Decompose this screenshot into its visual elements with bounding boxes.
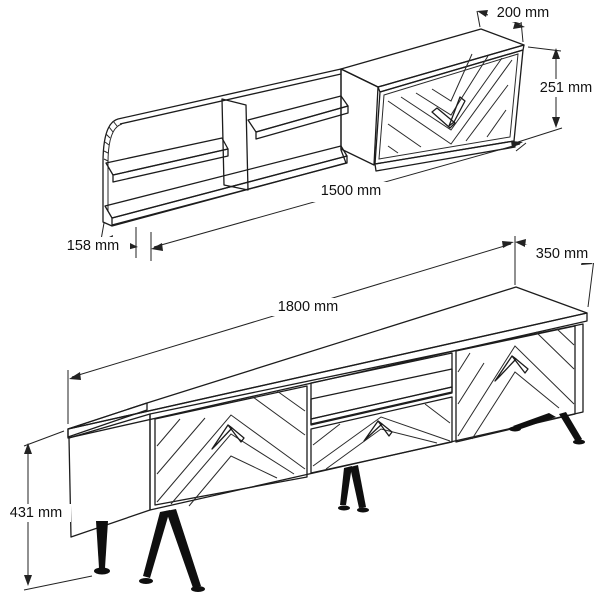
bg-stand-depth — [525, 245, 599, 263]
bottom-shelf-front — [111, 155, 348, 226]
left-drawer-handle — [211, 424, 245, 450]
cabinet-left-side — [340, 68, 379, 166]
stand-top-front-strip — [67, 312, 588, 439]
dim-stand-height-label: 431 mm — [10, 505, 62, 521]
right-drawer-handle-bar-b — [511, 355, 529, 374]
arrow-wall-depth-right — [513, 22, 525, 29]
cabinet-base-strip — [374, 140, 516, 172]
arrow-stand-height-top — [24, 443, 32, 454]
leg-right-v-b-foot — [573, 439, 585, 445]
shelf-divider — [221, 98, 249, 191]
middle-drawer-handle — [363, 420, 393, 442]
leg-left-v-b-foot — [191, 586, 205, 592]
cabinet-door-inset — [378, 53, 519, 160]
leg-left-v-b — [166, 509, 201, 588]
bg-stand-width — [263, 298, 353, 316]
leg-right-v-a — [513, 413, 556, 430]
middle-shelf-front — [112, 148, 229, 183]
arrow-wall-depth-left — [477, 10, 488, 17]
arrow-wall-width-left — [151, 243, 163, 251]
leg-mid-v-b-foot — [357, 507, 369, 513]
leg-mid-v-a — [340, 466, 352, 505]
left-drawer-front — [154, 385, 308, 506]
tv-stand — [67, 286, 588, 592]
dim-wall-height-label: 251 mm — [540, 80, 592, 96]
dim-wall-depth-label: 200 mm — [497, 5, 549, 21]
right-drawer-front — [455, 325, 576, 443]
stand-legs — [94, 412, 585, 592]
wall-unit-curve-hatch — [103, 120, 118, 162]
left-drawer-chevron-pattern — [156, 390, 306, 507]
dimension-annotations: 200 mm 251 mm 1500 mm 158 mm 1800 mm 350… — [1, 4, 600, 591]
dim-shelf-depth-label: 158 mm — [67, 238, 119, 254]
dim-stand-width-label: 1800 mm — [278, 299, 338, 315]
leg-right-v-a-foot — [509, 426, 521, 432]
wall-shelf-unit — [102, 28, 525, 227]
arrow-wall-height-top — [552, 48, 560, 59]
arrow-stand-width-left — [69, 372, 81, 380]
left-drawer-handle-bar-b — [227, 424, 245, 443]
right-drawer-handle — [494, 355, 529, 382]
leg-left-vertical — [96, 521, 108, 568]
bg-wall-depth — [488, 4, 558, 22]
stand-top-left-strip — [67, 402, 148, 438]
cabinet-handle-bar-left — [431, 107, 456, 129]
arrow-stand-width-right — [502, 241, 514, 248]
arrow-wall-width-right — [511, 141, 523, 148]
dimension-labels: 200 mm 251 mm 1500 mm 158 mm 1800 mm 350… — [10, 5, 592, 521]
arrow-stand-depth-left — [515, 239, 526, 247]
leg-left-vertical-foot — [94, 567, 110, 575]
wall-unit-curve-inner — [107, 123, 123, 212]
leg-mid-v-b — [350, 465, 366, 508]
bg-shelf-depth — [56, 237, 130, 255]
bg-stand-height — [1, 504, 71, 522]
dim-wall-width-label: 1500 mm — [321, 183, 381, 199]
dim-stand-depth-label: 350 mm — [536, 246, 588, 262]
arrow-wall-height-bottom — [552, 117, 560, 128]
leg-right-v-b — [559, 412, 582, 442]
upper-shelf-front — [255, 105, 349, 140]
right-drawer-chevron-pattern — [457, 328, 575, 440]
dimension-label-backgrounds — [1, 4, 600, 522]
arrow-stand-height-bottom — [24, 575, 32, 586]
middle-drawer-chevron-pattern — [312, 403, 451, 470]
middle-drawer-front — [310, 396, 453, 474]
stand-front-face — [149, 323, 584, 511]
leg-mid-v-a-foot — [338, 505, 350, 511]
compartment-floor-front — [310, 386, 453, 426]
ext-lines — [23, 10, 595, 591]
cabinet-door-chevron-pattern — [387, 53, 513, 154]
leg-left-v-a — [143, 510, 170, 578]
bg-wall-width — [305, 182, 397, 202]
leg-left-v-a-foot — [139, 578, 153, 584]
middle-drawer-handle-bar-b — [377, 420, 393, 437]
cabinet-door-handle — [431, 96, 466, 129]
bg-wall-height — [530, 79, 600, 97]
wall-unit-back-panel — [102, 68, 347, 227]
cabinet-handle-bar-right — [448, 96, 466, 127]
middle-drawer-handle-bar-a — [363, 420, 383, 442]
wall-unit-top-edge — [119, 73, 342, 125]
right-drawer-handle-bar-a — [494, 355, 517, 382]
